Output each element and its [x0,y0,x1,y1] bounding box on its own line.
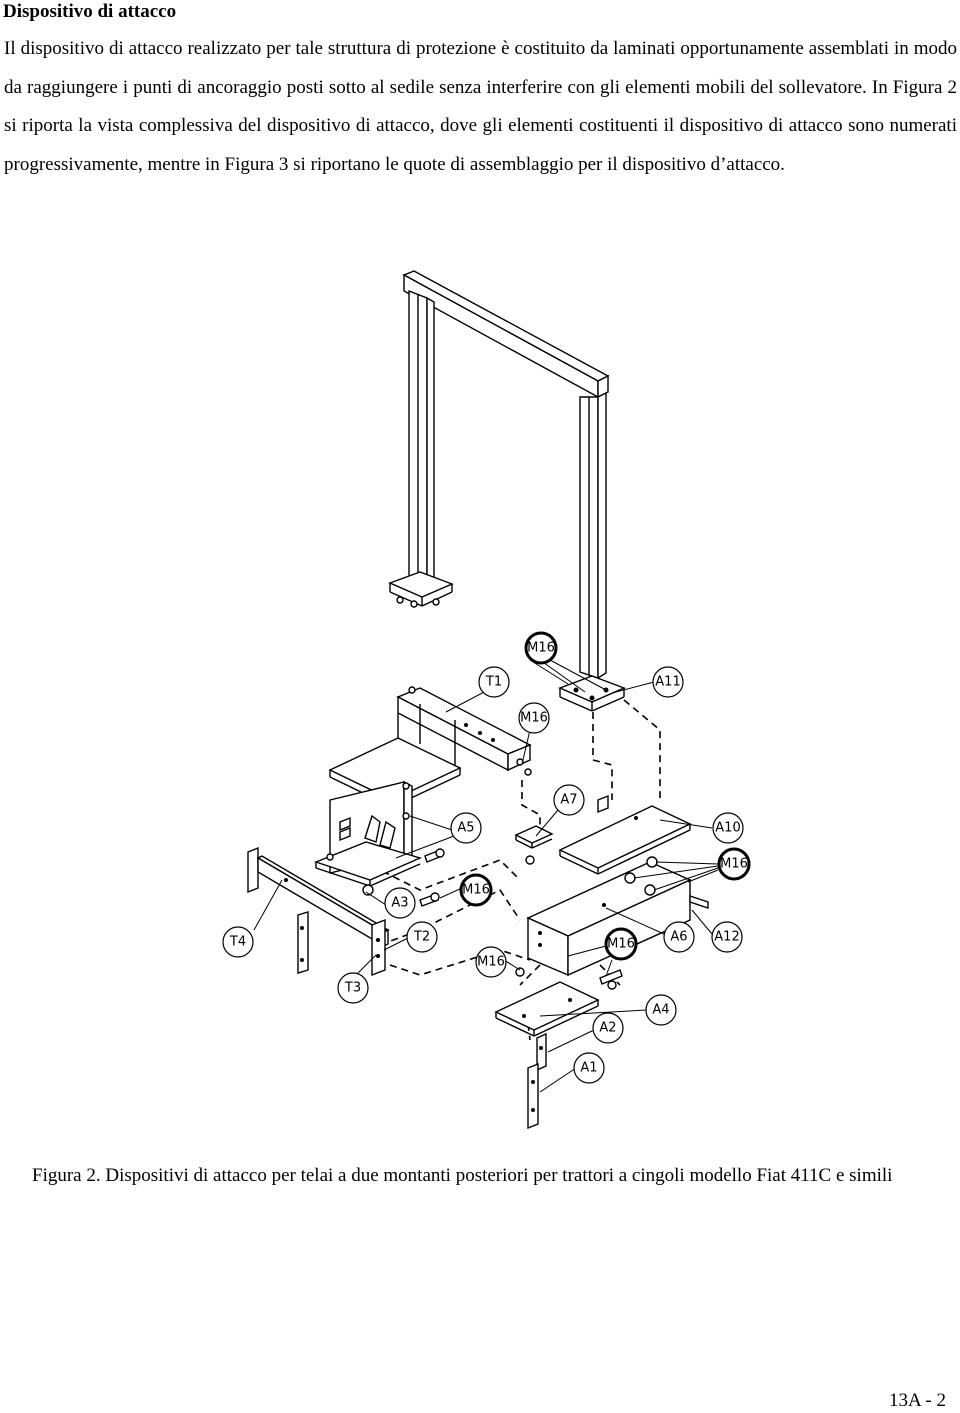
label-m16-6: M16 [475,946,507,978]
label-m16-3: M16 [717,847,751,881]
svg-text:A6: A6 [670,930,687,945]
bracket-t1 [328,686,532,808]
base-platform [514,794,709,990]
assembly-drawing: M16 A11 T1 M16 A7 A5 A10 M16 M16 A3 T2 [210,262,770,1138]
crossbar-t4 [247,846,440,977]
label-m16-1: M16 [524,631,558,665]
label-a6: A6 [663,921,695,953]
strap-a2 [536,1032,547,1072]
svg-text:M16: M16 [527,641,555,656]
svg-text:T2: T2 [413,930,430,945]
svg-text:M16: M16 [520,711,548,726]
label-a7: A7 [553,784,585,816]
label-t2: T2 [406,921,438,953]
label-a2: A2 [592,1012,624,1044]
svg-text:T1: T1 [485,675,502,690]
strap-a1 [527,1062,539,1130]
label-a1: A1 [573,1052,605,1084]
svg-text:M16: M16 [477,955,505,970]
svg-text:A1: A1 [580,1061,597,1076]
svg-text:A10: A10 [715,821,740,836]
svg-text:A2: A2 [599,1021,616,1036]
roll-frame [388,270,626,712]
label-m16-4: M16 [459,873,493,907]
label-a4: A4 [645,994,677,1026]
label-a3: A3 [384,887,416,919]
svg-text:A7: A7 [560,793,577,808]
label-t3: T3 [337,972,369,1004]
label-t1: T1 [478,666,510,698]
plate-a4 [494,981,600,1037]
figure-caption: Figura 2. Dispositivi di attacco per tel… [32,1165,893,1186]
section-heading: Dispositivo di attacco [3,1,177,22]
label-a5: A5 [450,812,482,844]
svg-text:A4: A4 [652,1003,669,1018]
svg-text:A3: A3 [391,896,408,911]
plate-a5 [313,780,445,887]
label-t4: T4 [222,926,254,958]
svg-text:M16: M16 [462,883,490,898]
svg-text:M16: M16 [607,937,635,952]
label-a11: A11 [652,666,684,698]
svg-text:A11: A11 [655,675,680,690]
svg-text:M16: M16 [720,857,748,872]
svg-text:A12: A12 [714,930,739,945]
label-a10: A10 [712,812,744,844]
body-paragraph: Il dispositivo di attacco realizzato per… [4,38,957,175]
label-a12: A12 [711,921,743,953]
svg-text:A5: A5 [457,821,474,836]
leader-lines [253,659,719,1093]
label-m16-5: M16 [604,927,638,961]
svg-text:T4: T4 [229,935,246,950]
svg-text:T3: T3 [344,981,361,996]
label-m16-2: M16 [518,702,550,734]
page-number: 13A - 2 [889,1390,946,1411]
